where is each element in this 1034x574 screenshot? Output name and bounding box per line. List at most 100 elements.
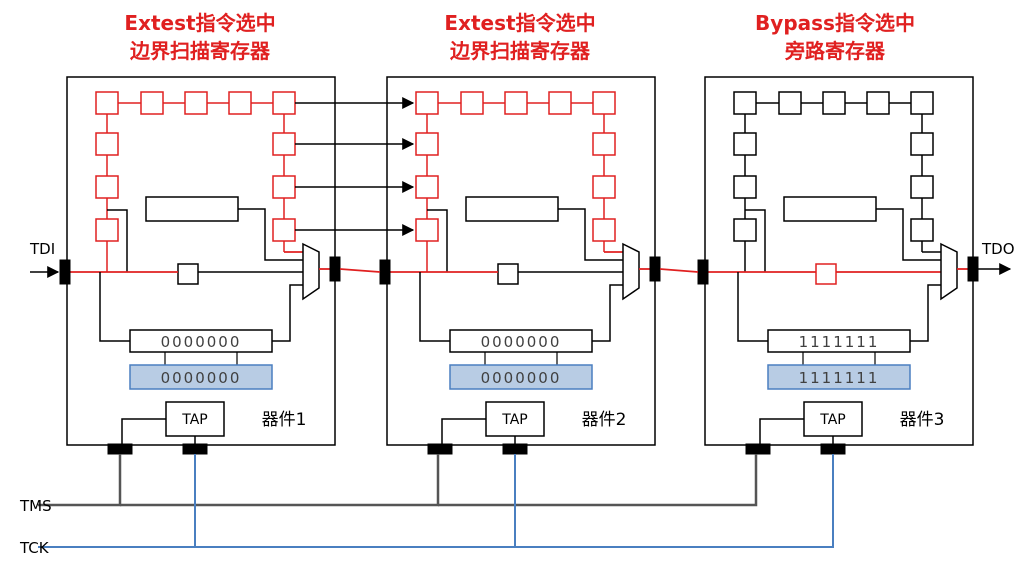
output-multiplexer	[302, 242, 320, 301]
instruction-register-output	[910, 284, 944, 342]
instruction-shadow-value: 1111111	[799, 369, 880, 387]
boundary-scan-cell	[592, 218, 616, 242]
boundary-scan-cell	[910, 175, 934, 199]
tap-tms-internal	[441, 418, 486, 445]
tap-tms-internal	[121, 418, 166, 445]
data-register	[465, 196, 559, 222]
tdi-pin	[59, 259, 71, 285]
bypass-register	[177, 263, 199, 285]
boundary-scan-cell	[184, 91, 208, 115]
boundary-scan-cell	[733, 132, 757, 156]
boundary-scan-cell	[140, 91, 164, 115]
boundary-scan-cell	[910, 91, 934, 115]
boundary-scan-cell	[778, 91, 802, 115]
scan-path-link	[339, 268, 381, 273]
data-register	[783, 196, 877, 222]
boundary-scan-cell	[504, 91, 528, 115]
tdo-pin	[967, 256, 979, 282]
device-3-title-line2: 旁路寄存器	[784, 39, 886, 63]
tdo-pin	[649, 256, 661, 282]
boundary-scan-cell	[415, 175, 439, 199]
tck-pin	[820, 443, 846, 455]
tck-bus	[515, 454, 834, 548]
tck-bus	[38, 454, 196, 548]
tck-pin	[182, 443, 208, 455]
boundary-scan-cell	[733, 175, 757, 199]
boundary-scan-cell	[228, 91, 252, 115]
device-2-title-line1: Extest指令选中	[444, 11, 595, 35]
bypass-register	[497, 263, 519, 285]
device-2-title: Extest指令选中 边界扫描寄存器	[444, 11, 595, 63]
boundary-scan-cell	[272, 175, 296, 199]
device-name: 器件3	[900, 410, 945, 430]
tck-label: TCK	[19, 539, 50, 557]
instruction-shadow-register	[767, 364, 911, 390]
instruction-shadow-value: 0000000	[161, 369, 242, 387]
boundary-scan-cell	[415, 132, 439, 156]
instruction-shadow-register	[449, 364, 593, 390]
instruction-register-input	[419, 272, 450, 342]
tms-label: TMS	[19, 497, 52, 515]
instruction-register-value: 1111111	[799, 333, 880, 351]
boundary-scan-cell	[548, 91, 572, 115]
tap-tms-internal	[759, 418, 804, 445]
tdo-label: TDO	[981, 240, 1015, 258]
device-1-title-line2: 边界扫描寄存器	[129, 39, 271, 63]
instruction-register-output	[272, 284, 306, 342]
instruction-register-value: 0000000	[161, 333, 242, 351]
boundary-scan-cell	[460, 91, 484, 115]
device-name: 器件2	[582, 410, 627, 430]
boundary-scan-cell	[272, 218, 296, 242]
device-3-title-line1: Bypass指令选中	[755, 11, 915, 35]
tck-bus	[195, 454, 516, 548]
output-multiplexer	[622, 242, 640, 301]
boundary-scan-cell	[733, 91, 757, 115]
device-2-title-line2: 边界扫描寄存器	[449, 39, 591, 63]
bypass-register	[815, 263, 837, 285]
tap-label: TAP	[181, 412, 207, 428]
boundary-scan-cell	[822, 91, 846, 115]
tdi-label: TDI	[29, 240, 55, 258]
tms-bus	[120, 454, 440, 507]
data-register-output	[876, 208, 944, 261]
boundary-scan-cell	[415, 91, 439, 115]
boundary-scan-cell	[272, 132, 296, 156]
data-register-input	[427, 209, 448, 272]
scan-path-link	[659, 268, 699, 273]
boundary-scan-cell	[95, 218, 119, 242]
tck-pin	[502, 443, 528, 455]
instruction-register-input	[99, 272, 130, 342]
instruction-shadow-value: 0000000	[481, 369, 562, 387]
device-name: 器件1	[262, 410, 307, 430]
tap-label: TAP	[501, 412, 527, 428]
boundary-scan-cell	[910, 132, 934, 156]
data-register	[145, 196, 239, 222]
data-register-output	[238, 208, 306, 261]
instruction-register-value: 0000000	[481, 333, 562, 351]
tap-controller	[803, 401, 863, 437]
boundary-scan-cell	[910, 218, 934, 242]
boundary-scan-cell	[592, 91, 616, 115]
boundary-scan-cell	[415, 218, 439, 242]
boundary-scan-cell	[866, 91, 890, 115]
boundary-scan-cell	[272, 91, 296, 115]
instruction-register-output	[592, 284, 626, 342]
output-multiplexer	[940, 242, 958, 301]
data-register-output	[558, 208, 626, 261]
boundary-scan-cell	[733, 218, 757, 242]
tms-bus	[438, 454, 758, 507]
device-1-title: Extest指令选中 边界扫描寄存器	[124, 11, 275, 63]
tms-pin	[107, 443, 133, 455]
tms-pin	[745, 443, 771, 455]
device-1-title-line1: Extest指令选中	[124, 11, 275, 35]
data-register-input	[745, 209, 766, 272]
tms-pin	[427, 443, 453, 455]
tdi-pin	[379, 259, 391, 285]
boundary-scan-cell	[95, 132, 119, 156]
boundary-scan-cell	[95, 91, 119, 115]
tdi-pin	[697, 259, 709, 285]
boundary-scan-cell	[95, 175, 119, 199]
